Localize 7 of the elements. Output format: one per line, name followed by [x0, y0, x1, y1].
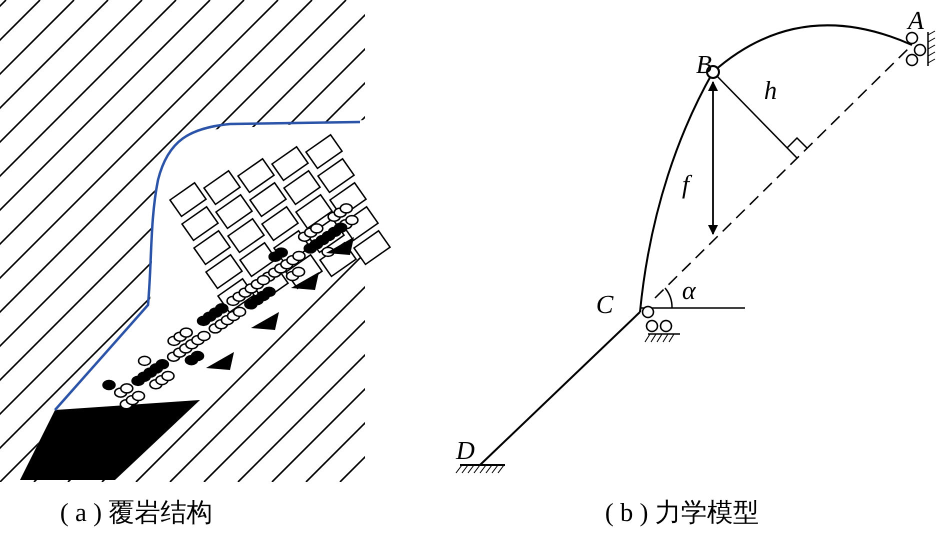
point-label: D [456, 438, 475, 464]
point-label: A [908, 8, 924, 34]
point-label: C [596, 292, 614, 318]
angle-label: α [682, 278, 696, 304]
dimension-label: h [764, 78, 777, 104]
figure-caption: ( a ) 覆岩结构 [60, 500, 212, 526]
figure-caption: ( b ) 力学模型 [605, 500, 759, 526]
